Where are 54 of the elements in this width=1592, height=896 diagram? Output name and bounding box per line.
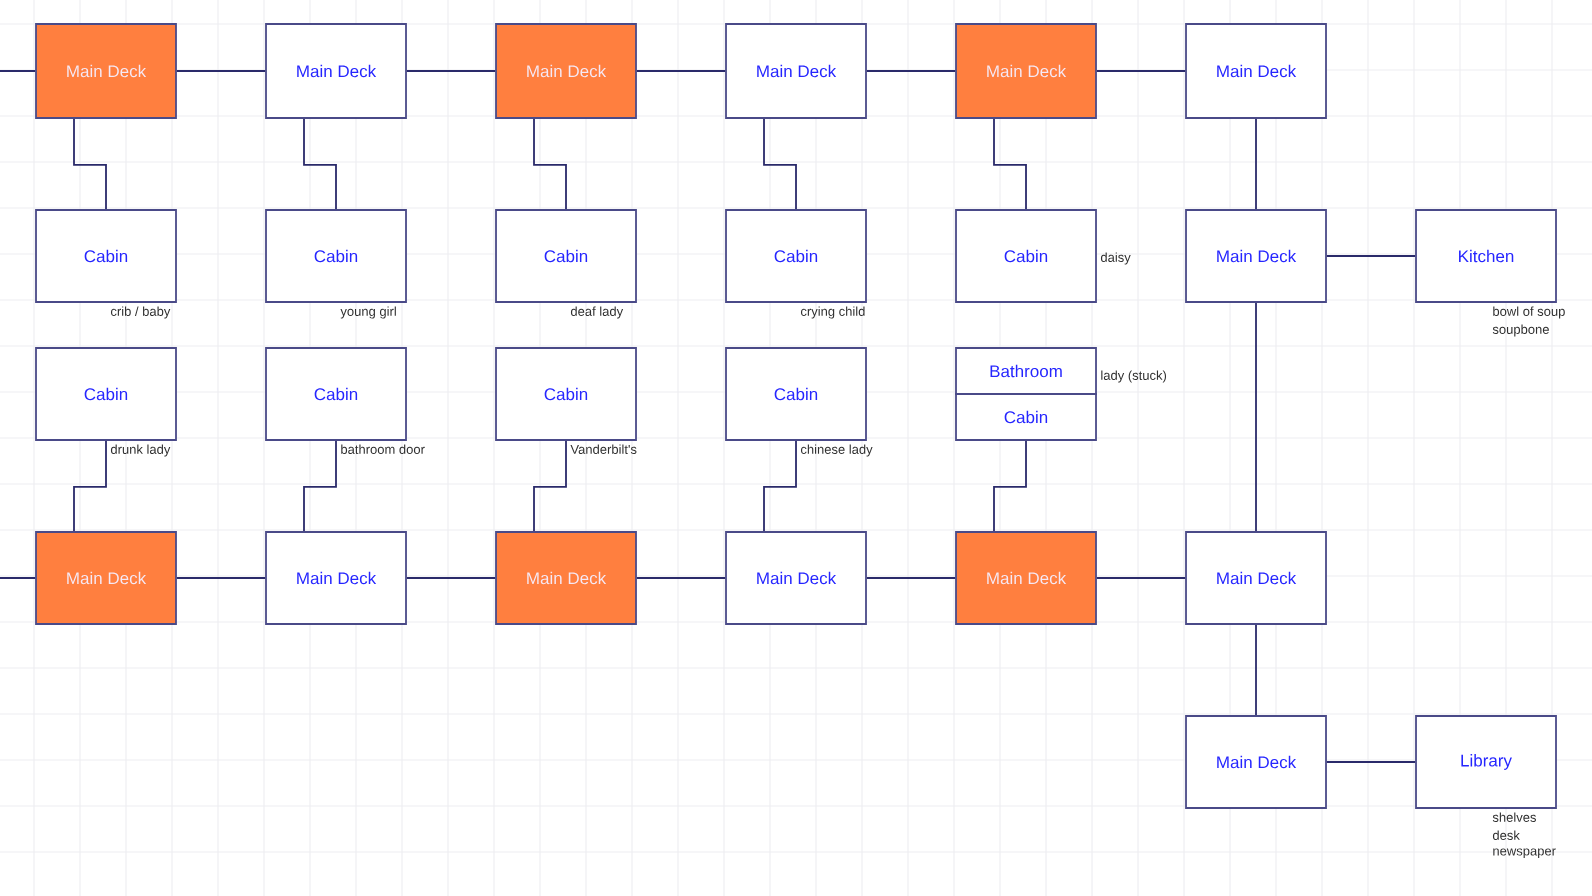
- connector-line: [73, 440, 107, 532]
- room-box: Library: [1415, 715, 1557, 809]
- connector-line: [176, 577, 266, 579]
- room-box: Cabin: [35, 209, 177, 303]
- connector-line: [1255, 624, 1257, 716]
- room-box: Main Deck: [35, 23, 177, 119]
- room-box: Main Deck: [495, 23, 637, 119]
- room-box: Cabin: [725, 347, 867, 441]
- connector-line: [636, 70, 726, 72]
- room-box: Main Deck: [265, 531, 407, 625]
- connector-line: [1326, 761, 1416, 763]
- connector-line: [303, 118, 337, 210]
- room-box: Main Deck: [1185, 715, 1327, 809]
- connector-line: [993, 118, 1027, 210]
- connector-line: [993, 440, 1027, 532]
- connector-line: [1255, 302, 1257, 532]
- room-box: Main Deck: [1185, 23, 1327, 119]
- room-box: Cabin: [265, 209, 407, 303]
- room-box: Main Deck: [955, 531, 1097, 625]
- room-box: Main Deck: [725, 531, 867, 625]
- connector-line: [763, 118, 797, 210]
- room-box: Cabin: [955, 209, 1097, 303]
- room-box: Main Deck: [725, 23, 867, 119]
- connector-line: [73, 118, 107, 210]
- room-box: Cabin: [725, 209, 867, 303]
- connector-line: [533, 440, 567, 532]
- connector-line: [1096, 70, 1186, 72]
- connector-line: [303, 440, 337, 532]
- room-box: Cabin: [495, 347, 637, 441]
- connector-line: [0, 70, 36, 72]
- room-box: Cabin: [955, 393, 1097, 441]
- connector-line: [176, 70, 266, 72]
- room-box: Main Deck: [955, 23, 1097, 119]
- room-box: Cabin: [265, 347, 407, 441]
- connector-line: [0, 577, 36, 579]
- room-box: Main Deck: [265, 23, 407, 119]
- connector-line: [866, 70, 956, 72]
- connector-line: [866, 577, 956, 579]
- connector-line: [1255, 118, 1257, 210]
- room-box: Cabin: [495, 209, 637, 303]
- connector-line: [533, 118, 567, 210]
- room-box: Kitchen: [1415, 209, 1557, 303]
- room-box: Main Deck: [35, 531, 177, 625]
- room-box: Bathroom: [955, 347, 1097, 395]
- room-box: Main Deck: [1185, 209, 1327, 303]
- connector-line: [1096, 577, 1186, 579]
- connector-line: [406, 577, 496, 579]
- room-box: Main Deck: [495, 531, 637, 625]
- connector-line: [636, 577, 726, 579]
- room-box: Cabin: [35, 347, 177, 441]
- room-box: Main Deck: [1185, 531, 1327, 625]
- connector-line: [763, 440, 797, 532]
- connector-line: [406, 70, 496, 72]
- connector-line: [1326, 255, 1416, 257]
